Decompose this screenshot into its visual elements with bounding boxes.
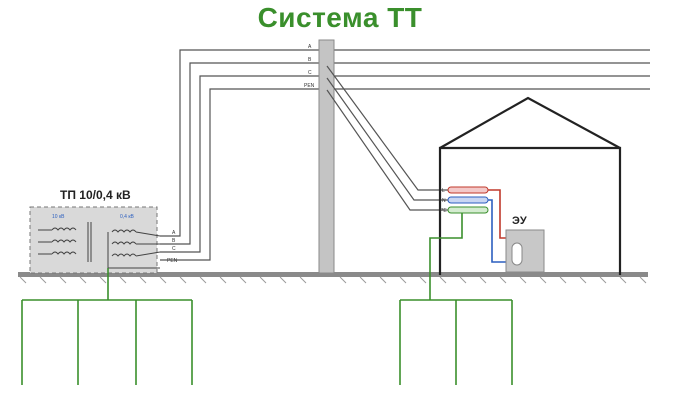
service-drop [326,65,448,211]
pole-conductor-labels: A B C PEN [304,44,315,89]
building-conductor-labels: L N PE [440,188,447,214]
tp-label-pen: PEN [167,258,178,264]
hv-label: 10 кВ [52,214,65,220]
busbar-pe [447,206,489,214]
diagram-title: Система ТТ [257,2,423,33]
ground-surface [18,272,648,277]
consumer-ground-electrode [399,299,513,385]
phase-wire [488,189,508,239]
building-busbars [447,186,489,214]
utility-pole [318,39,335,274]
pole-label-c: C [308,70,312,76]
tp-label-b: B [172,238,176,244]
neutral-wire [488,199,508,263]
pole-label-a: A [308,44,312,50]
pe-to-electrode [429,213,463,300]
substation-terminal-labels: A B C PEN [167,230,178,264]
building-label-n: N [442,198,446,204]
substation-ground-electrode [21,268,193,385]
tp-label-a: A [172,230,176,236]
substation-label: ТП 10/0,4 кВ [60,188,131,202]
pole-label-b: B [308,57,312,63]
ground-hatching [19,276,647,284]
transformer-windings [38,222,161,269]
building [438,96,622,275]
pole-label-pen: PEN [304,83,315,89]
overhead-conductors [160,49,650,261]
transformer-substation [29,206,158,274]
busbar-l [447,186,489,194]
lv-label: 0,4 кВ [120,214,135,220]
equipment-label: ЭУ [512,215,527,227]
equipment-connector [511,242,523,266]
tp-label-c: C [172,246,176,252]
busbar-n [447,196,489,204]
building-label-pe: PE [440,208,447,214]
building-label-l: L [442,188,445,194]
